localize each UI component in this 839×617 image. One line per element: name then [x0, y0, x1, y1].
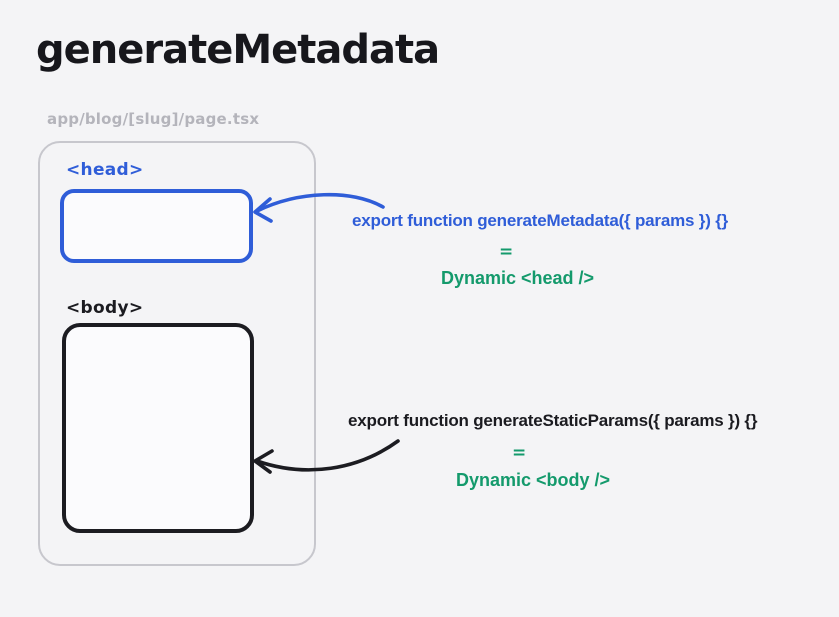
- body-slot-box: [62, 323, 254, 533]
- static-params-result-text: Dynamic <body />: [456, 470, 611, 490]
- head-slot-box: [60, 189, 253, 263]
- static-params-code-text: export function generateStaticParams({ p…: [348, 411, 758, 430]
- metadata-equals: =: [499, 242, 514, 262]
- page-title: generateMetadata: [36, 27, 440, 73]
- file-path-label: app/blog/[slug]/page.tsx: [47, 110, 260, 128]
- metadata-result-text: Dynamic <head />: [441, 268, 595, 288]
- head-tag-label: <head>: [66, 160, 144, 180]
- metadata-code-text: export function generateMetadata({ param…: [352, 211, 729, 230]
- static-params-equals: =: [512, 443, 527, 463]
- page-frame: [38, 141, 316, 566]
- body-tag-label: <body>: [66, 298, 144, 318]
